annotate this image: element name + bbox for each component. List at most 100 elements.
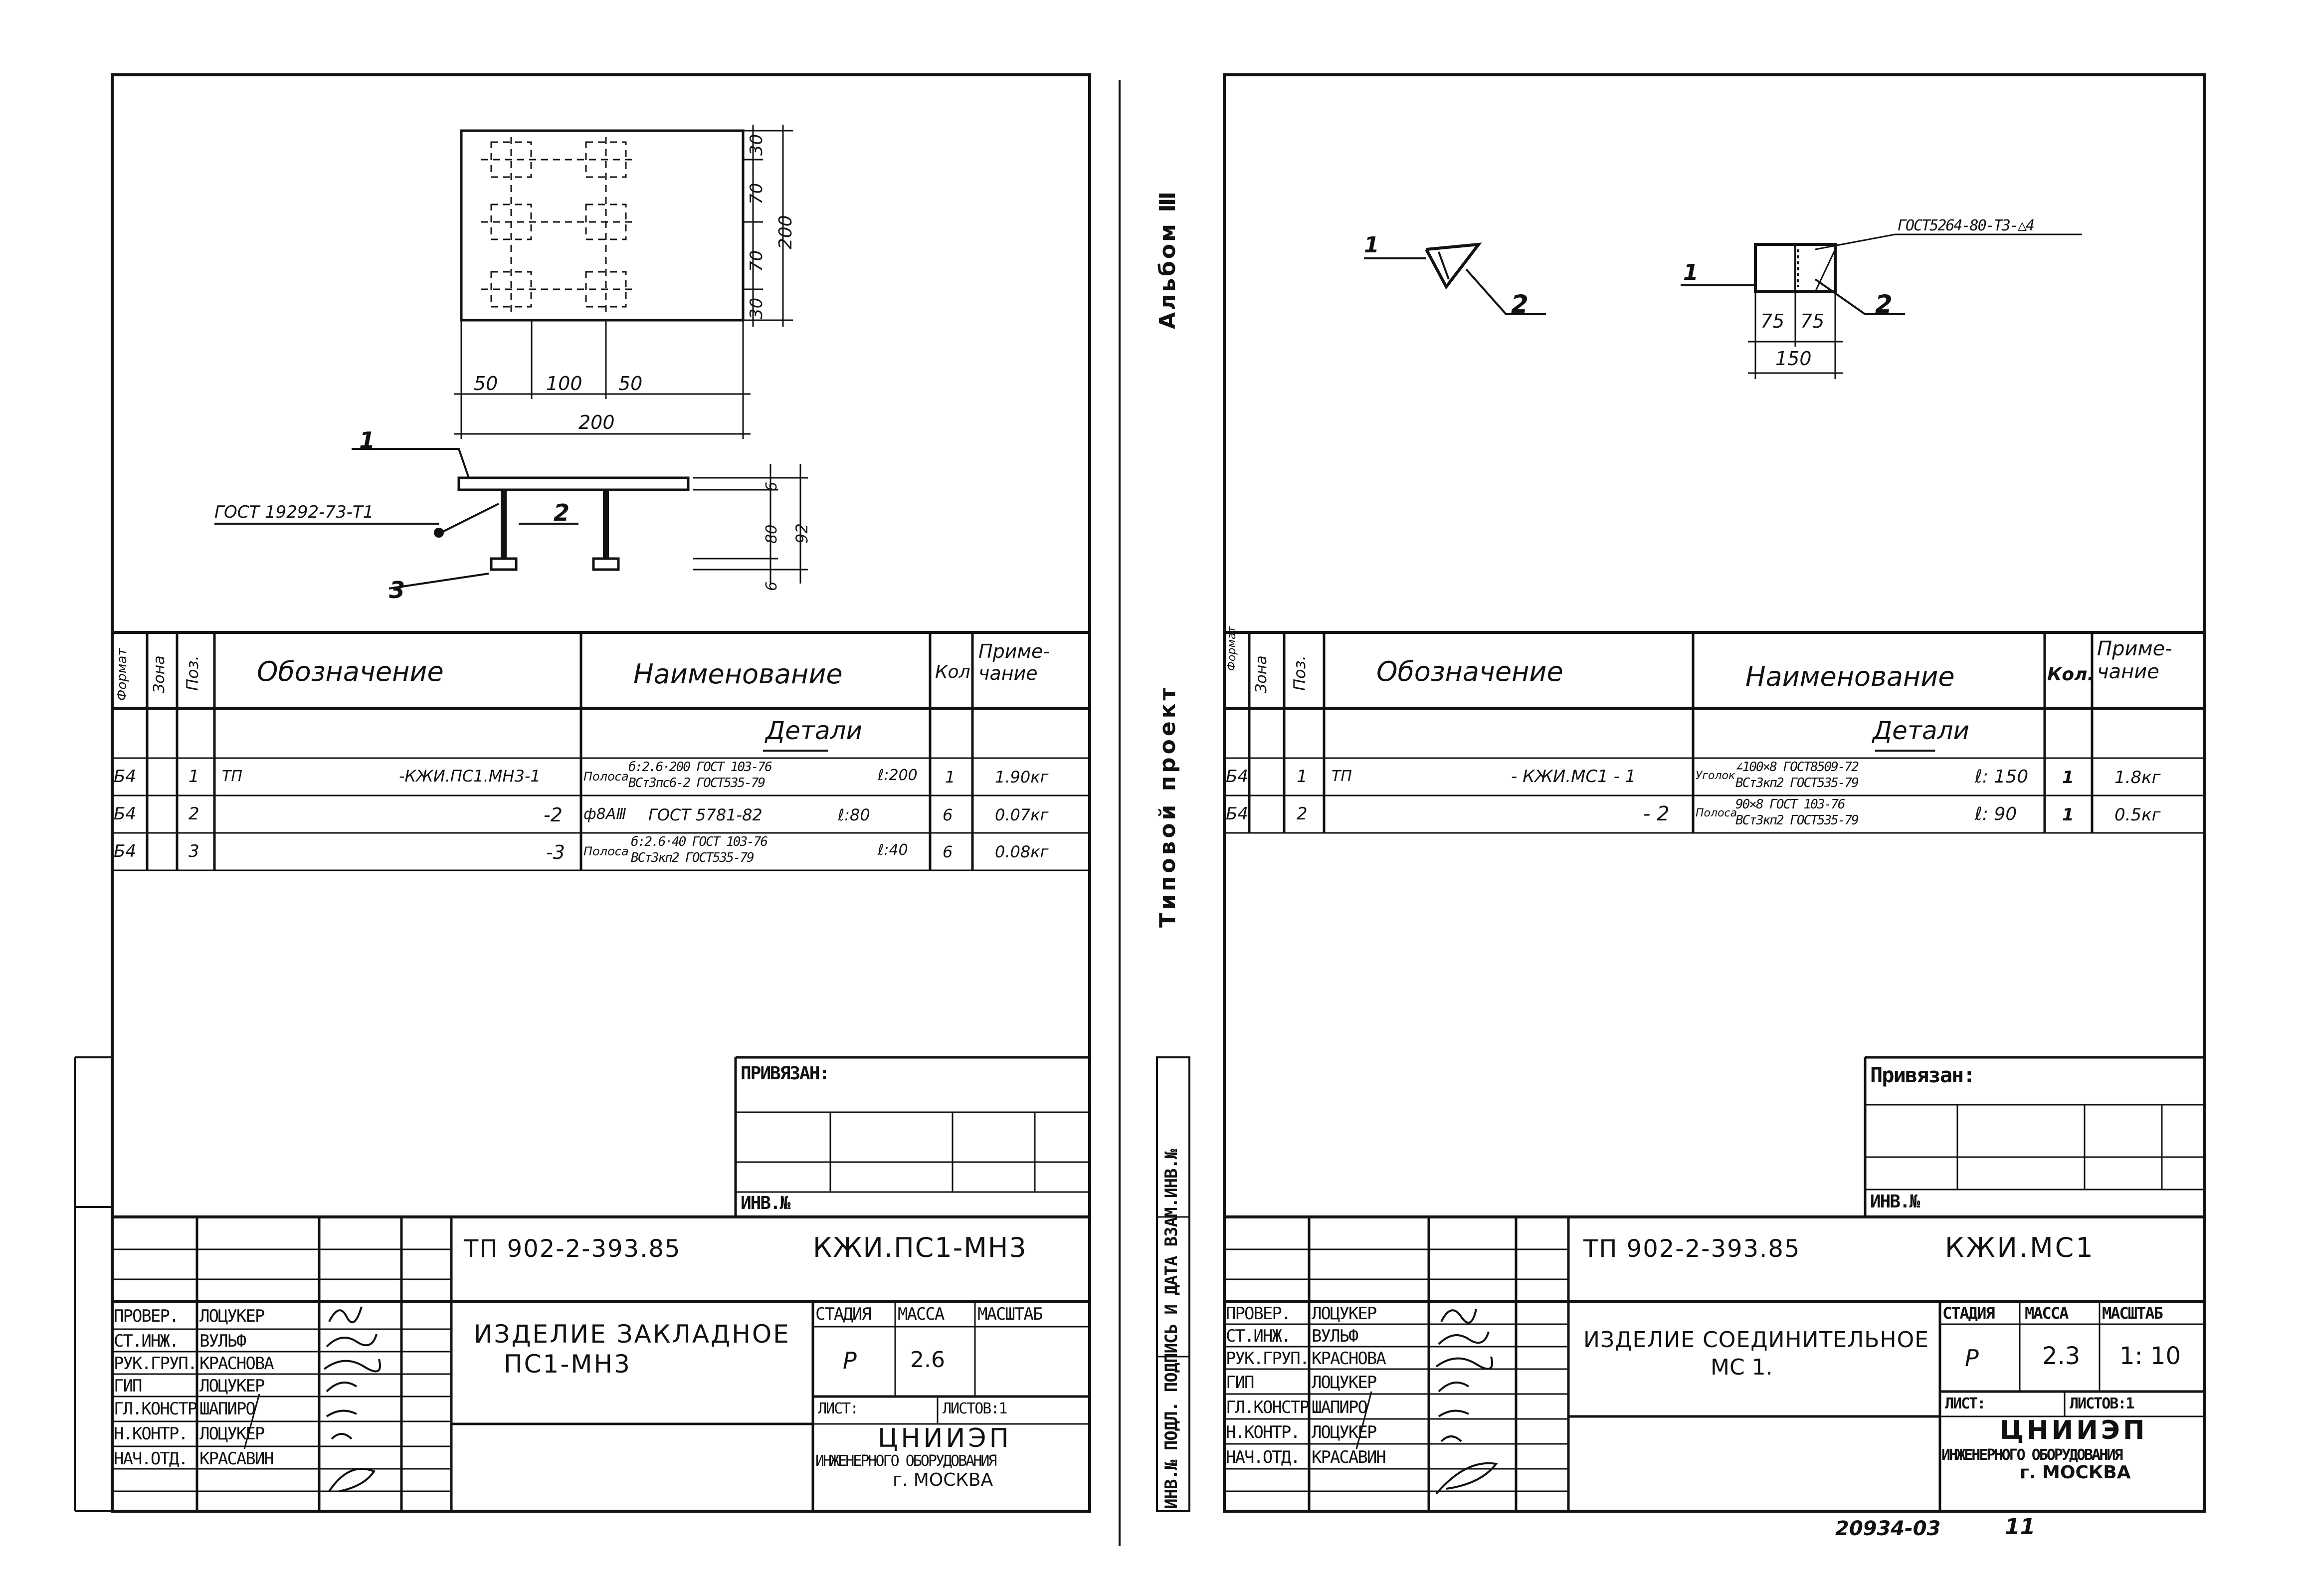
right-row1-name-top: ∠100×8 ГОСТ8509-72 (1735, 760, 1859, 775)
project-label: Типовой проект (1155, 684, 1180, 928)
right-spec-header-qty: Кол. (2047, 664, 2095, 685)
name-senior-engineer: ВУЛЬФ (199, 1331, 246, 1351)
inventory-number-label: ИНВ.№ (741, 1193, 790, 1213)
role-checker: ПРОВЕР. (114, 1306, 179, 1326)
dim-top-4: 30 (747, 297, 766, 319)
callout-2: 2 (554, 499, 570, 526)
right-scale-value: 1: 10 (2119, 1342, 2181, 1370)
row3-length: ℓ:40 (878, 841, 908, 859)
footer-code: 20934-03 (1835, 1517, 1941, 1540)
name-group-lead: КРАСНОВА (199, 1354, 274, 1374)
row1-name-bottom: ВСт3пс6-2 ГОСТ535-79 (628, 776, 766, 791)
right-row1-length: ℓ: 150 (1975, 767, 2029, 787)
row2-qty: 6 (943, 805, 953, 824)
right-row2-note: 0.5кг (2114, 805, 2161, 825)
row1-pos: 1 (189, 767, 199, 787)
bound-label: ПРИВЯЗАН: (741, 1063, 830, 1084)
right-spec-header-designation: Обозначение (1376, 656, 1563, 687)
right-document-code: ТП 902-2-393.85 (1583, 1235, 1801, 1263)
row3-format: Б4 (114, 841, 136, 861)
right-row1-designation-b: - КЖИ.МС1 - 1 (1511, 767, 1636, 787)
dim-top-2: 70 (747, 183, 766, 204)
right-row1-pos: 1 (1297, 767, 1308, 787)
right-dim-2: 75 (1800, 310, 1825, 332)
right-callout-2b: 2 (1875, 290, 1893, 319)
organization-city: г. МОСКВА (893, 1470, 993, 1490)
right-dim-1: 75 (1760, 310, 1785, 332)
stage-value: Р (843, 1347, 857, 1374)
dim-right-2: 80 (763, 524, 780, 544)
row1-designation-a: ТП (222, 768, 242, 785)
right-weld-spec: ГОСТ5264-80-Т3-△4 (1898, 217, 2035, 234)
right-sheets-label: ЛИСТОВ:1 (2070, 1395, 2134, 1412)
dim-right-1: 6 (763, 481, 780, 491)
right-sheet-label: ЛИСТ: (1945, 1395, 1986, 1412)
right-row2-name-bottom: ВСт3кп2 ГОСТ535-79 (1735, 813, 1859, 828)
dim-bottom-3: 50 (618, 373, 643, 395)
right-spec-header-note: Приме-чание (2097, 637, 2172, 683)
right-name-chief-engineer: ЛОЦУКЕР (1312, 1373, 1377, 1393)
right-stage-header: СТАДИЯ (1942, 1304, 1995, 1323)
right-role-senior-engineer: СТ.ИНЖ. (1226, 1326, 1291, 1346)
row2-pos: 2 (189, 804, 199, 824)
document-code: ТП 902-2-393.85 (464, 1235, 681, 1263)
right-role-checker: ПРОВЕР. (1226, 1304, 1291, 1324)
right-name-group-lead: КРАСНОВА (1312, 1349, 1386, 1369)
right-role-chief-designer: ГЛ.КОНСТР. (1226, 1397, 1319, 1417)
row2-name-top: ГОСТ 5781-82 (648, 805, 763, 824)
right-callout-1b: 1 (1683, 260, 1699, 285)
right-role-chief-engineer: ГИП (1226, 1373, 1254, 1393)
dim-total-vertical: 200 (775, 215, 796, 249)
name-norm-control: ЛОЦУКЕР (199, 1424, 265, 1444)
right-spec-header-format: Формат (1226, 626, 1238, 671)
role-chief-designer: ГЛ.КОНСТР. (114, 1399, 207, 1419)
right-row2-format: Б4 (1226, 804, 1248, 824)
right-row1-note: 1.8кг (2114, 768, 2161, 788)
right-row2-qty: 1 (2062, 805, 2074, 825)
document-mark: КЖИ.ПС1-МН3 (813, 1232, 1027, 1263)
right-document-mark: КЖИ.МС1 (1945, 1232, 2095, 1263)
spec-section-title: Детали (766, 716, 863, 745)
right-role-norm-control: Н.КОНТР. (1226, 1422, 1301, 1442)
role-senior-engineer: СТ.ИНЖ. (114, 1331, 179, 1351)
spec-header-zone: Зона (151, 655, 168, 693)
right-scale-header: МАСШТАБ (2102, 1304, 2163, 1323)
row3-name-top: б:2.6·40 ГОСТ 103-76 (631, 834, 768, 849)
callout-3: 3 (389, 577, 405, 603)
row3-qty: 6 (943, 842, 953, 861)
title-line-1: ИЗДЕЛИЕ ЗАКЛАДНОЕ (474, 1320, 790, 1349)
organization-subtitle: ИНЖЕНЕРНОГО ОБОРУДОВАНИЯ (815, 1452, 997, 1470)
row1-note: 1.90кг (995, 768, 1049, 787)
footer-page: 11 (2005, 1514, 2036, 1540)
role-chief-engineer: ГИП (114, 1376, 142, 1396)
role-group-lead: РУК.ГРУП. (114, 1354, 197, 1374)
right-dim-total: 150 (1775, 348, 1812, 370)
row1-designation-b: -КЖИ.ПС1.МН3-1 (399, 767, 541, 786)
name-checker: ЛОЦУКЕР (199, 1306, 265, 1326)
right-callout-1: 1 (1364, 232, 1379, 258)
dim-total-horizontal: 200 (578, 411, 615, 433)
right-title-line-2: МС 1. (1711, 1355, 1773, 1380)
spec-header-designation: Обозначение (257, 656, 444, 687)
album-label: Альбом Ⅲ (1155, 190, 1180, 329)
row3-name-bottom: ВСт3кп2 ГОСТ535-79 (631, 850, 755, 865)
row1-name-top: б:2.6·200 ГОСТ 103-76 (628, 760, 772, 775)
right-organization-subtitle: ИНЖЕНЕРНОГО ОБОРУДОВАНИЯ (1941, 1446, 2123, 1464)
row2-name-type: ф8АⅢ (583, 805, 626, 823)
callout-1: 1 (359, 427, 376, 454)
title-line-2: ПС1-МН3 (504, 1350, 631, 1379)
row1-qty: 1 (945, 768, 956, 787)
row1-format: Б4 (114, 767, 136, 787)
right-row1-name-type: Уголок (1696, 770, 1735, 782)
row1-length: ℓ:200 (878, 767, 918, 784)
right-name-checker: ЛОЦУКЕР (1312, 1304, 1377, 1324)
row2-designation-b: -2 (544, 804, 563, 826)
right-organization-name: ЦНИИЭП (2000, 1415, 2148, 1445)
right-title-line-1: ИЗДЕЛИЕ СОЕДИНИТЕЛЬНОЕ (1583, 1327, 1929, 1353)
name-department-head: КРАСАВИН (199, 1449, 274, 1469)
right-row2-pos: 2 (1297, 804, 1308, 824)
right-row1-qty: 1 (2062, 768, 2074, 788)
right-mass-value: 2.3 (2042, 1342, 2081, 1370)
sheet-label: ЛИСТ: (818, 1400, 859, 1417)
